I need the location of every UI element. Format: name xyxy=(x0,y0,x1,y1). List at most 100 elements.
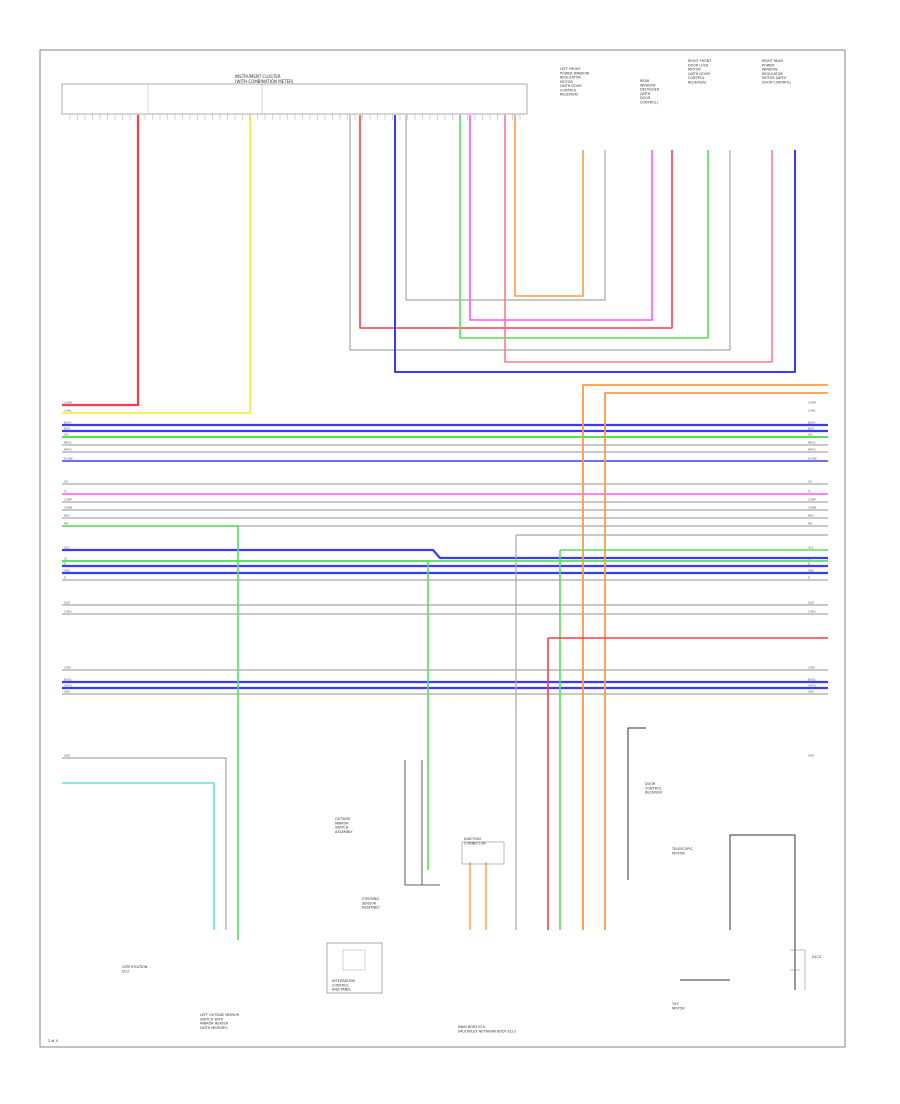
bus-label-left-3: BUS- xyxy=(64,427,71,431)
bus-label-left-0: CANH xyxy=(64,401,72,405)
gray-to-mirror xyxy=(62,757,227,930)
bus-label-left-21: CAN- xyxy=(64,666,71,670)
loop-gray-1 xyxy=(349,115,731,351)
bus-label-right-23: AUTO xyxy=(808,684,817,688)
bus-label-right-15: IG xyxy=(808,557,811,561)
bus-label-right-9: TC xyxy=(807,490,812,494)
bus-label-left-8: SIL xyxy=(64,480,69,484)
dark-steer-1 xyxy=(404,760,440,886)
bus-label-right-2: BUS+ xyxy=(808,421,817,425)
bus-label-left-25: SW2 xyxy=(64,754,71,758)
bus-label-left-13: MS- xyxy=(64,522,69,526)
bus-label-right-18: E xyxy=(808,576,810,580)
bus-label-left-12: MS+ xyxy=(64,514,71,518)
loop-green-1 xyxy=(459,115,709,339)
green-drop-left xyxy=(62,525,239,940)
loop-blue-1 xyxy=(394,115,796,373)
bus-label-left-19: LIN2 xyxy=(64,601,70,605)
bus-label-right-3: BUS- xyxy=(808,427,815,431)
main-body-ecu-label: MAIN BODY ECU(MULTIPLEX NETWORK BODY ECU… xyxy=(458,1025,517,1033)
bus-label-right-0: CANH xyxy=(808,401,816,405)
bus-label-left-14: ACC xyxy=(64,546,70,550)
wire-group: CANH CANH CANL CANL BUS+ BUS+ BUS- BUS- LIN LIN MP… xyxy=(62,114,828,990)
bus-label-right-22: BUS2 xyxy=(808,678,816,682)
dark-tilt-loop xyxy=(729,834,796,990)
bus-label-right-14: ACC xyxy=(808,546,814,550)
bus-label-right-6: MPX2 xyxy=(808,448,816,452)
bus-label-right-19: LIN2 xyxy=(808,601,814,605)
bus-label-right-8: SIL xyxy=(808,480,813,484)
bus-label-left-6: MPX2 xyxy=(64,448,72,452)
bus-label-left-2: BUS+ xyxy=(64,421,73,425)
bus-label-right-12: MS+ xyxy=(808,514,815,518)
loop-pink-1 xyxy=(504,115,773,363)
dlc3-label: DLC3 xyxy=(812,955,821,959)
loop-magenta-1 xyxy=(469,115,653,321)
bus-label-right-24: SW1 xyxy=(808,690,815,694)
bus-label-right-5: MPX1 xyxy=(808,441,816,445)
bus-label-left-16: B xyxy=(64,562,66,566)
bus-label-left-4: LIN xyxy=(64,433,68,437)
instrument-cluster-connector: INSTRUMENT CLUSTER(WITH COMBINATION METE… xyxy=(61,74,528,115)
bus-label-right-7: K-LINE xyxy=(808,457,817,461)
green-drop-mid xyxy=(62,560,429,870)
bus-label-left-9: TC xyxy=(63,490,68,494)
bus-label-left-24: SW1 xyxy=(64,690,71,694)
loop-red-1 xyxy=(359,115,673,329)
bus-label-right-20: CAN+ xyxy=(808,610,817,614)
cyan-to-mirror xyxy=(62,782,215,930)
bus-label-left-23: AUTO xyxy=(64,684,73,688)
dlc3-component: DLC3 xyxy=(790,949,821,990)
diagram-frame xyxy=(39,49,846,1048)
bus-label-left-20: CAN+ xyxy=(64,610,73,614)
bus-lower-blue-1 xyxy=(62,548,828,560)
bus-label-left-22: BUS2 xyxy=(64,678,72,682)
bus-label-right-21: CAN- xyxy=(808,666,815,670)
bus-label-right-17: GND xyxy=(808,569,814,573)
bus-label-right-13: MS- xyxy=(808,522,813,526)
bus-label-right-1: CANL xyxy=(808,409,816,413)
wire-red-left xyxy=(62,115,140,407)
bus-label-left-18: E xyxy=(64,576,66,580)
dark-door-control xyxy=(627,727,646,880)
orange-drop-2 xyxy=(604,392,828,930)
bus-label-right-11: CANN xyxy=(808,506,816,510)
bus-label-left-10: CANP xyxy=(64,498,72,502)
bus-label-left-7: K-LINE xyxy=(64,457,73,461)
loop-orange-1 xyxy=(514,115,584,297)
instrument-cluster-label: INSTRUMENT CLUSTER(WITH COMBINATION METE… xyxy=(235,74,294,84)
bus-label-right-16: B xyxy=(808,562,810,566)
bus-label-left-1: CANL xyxy=(64,409,72,413)
bus-label-right-10: CANP xyxy=(808,498,816,502)
page-number: 2 of 4 xyxy=(48,1039,58,1043)
bus-label-right-4: LIN xyxy=(808,433,812,437)
bus-label-left-15: IG xyxy=(64,557,67,561)
bus-label-left-17: GND xyxy=(64,569,70,573)
bus-label-left-11: CANN xyxy=(64,506,72,510)
wire-yellow-left xyxy=(62,115,251,414)
main-body-ecu-component: MAIN BODY ECU(MULTIPLEX NETWORK BODY ECU… xyxy=(458,1025,517,1033)
